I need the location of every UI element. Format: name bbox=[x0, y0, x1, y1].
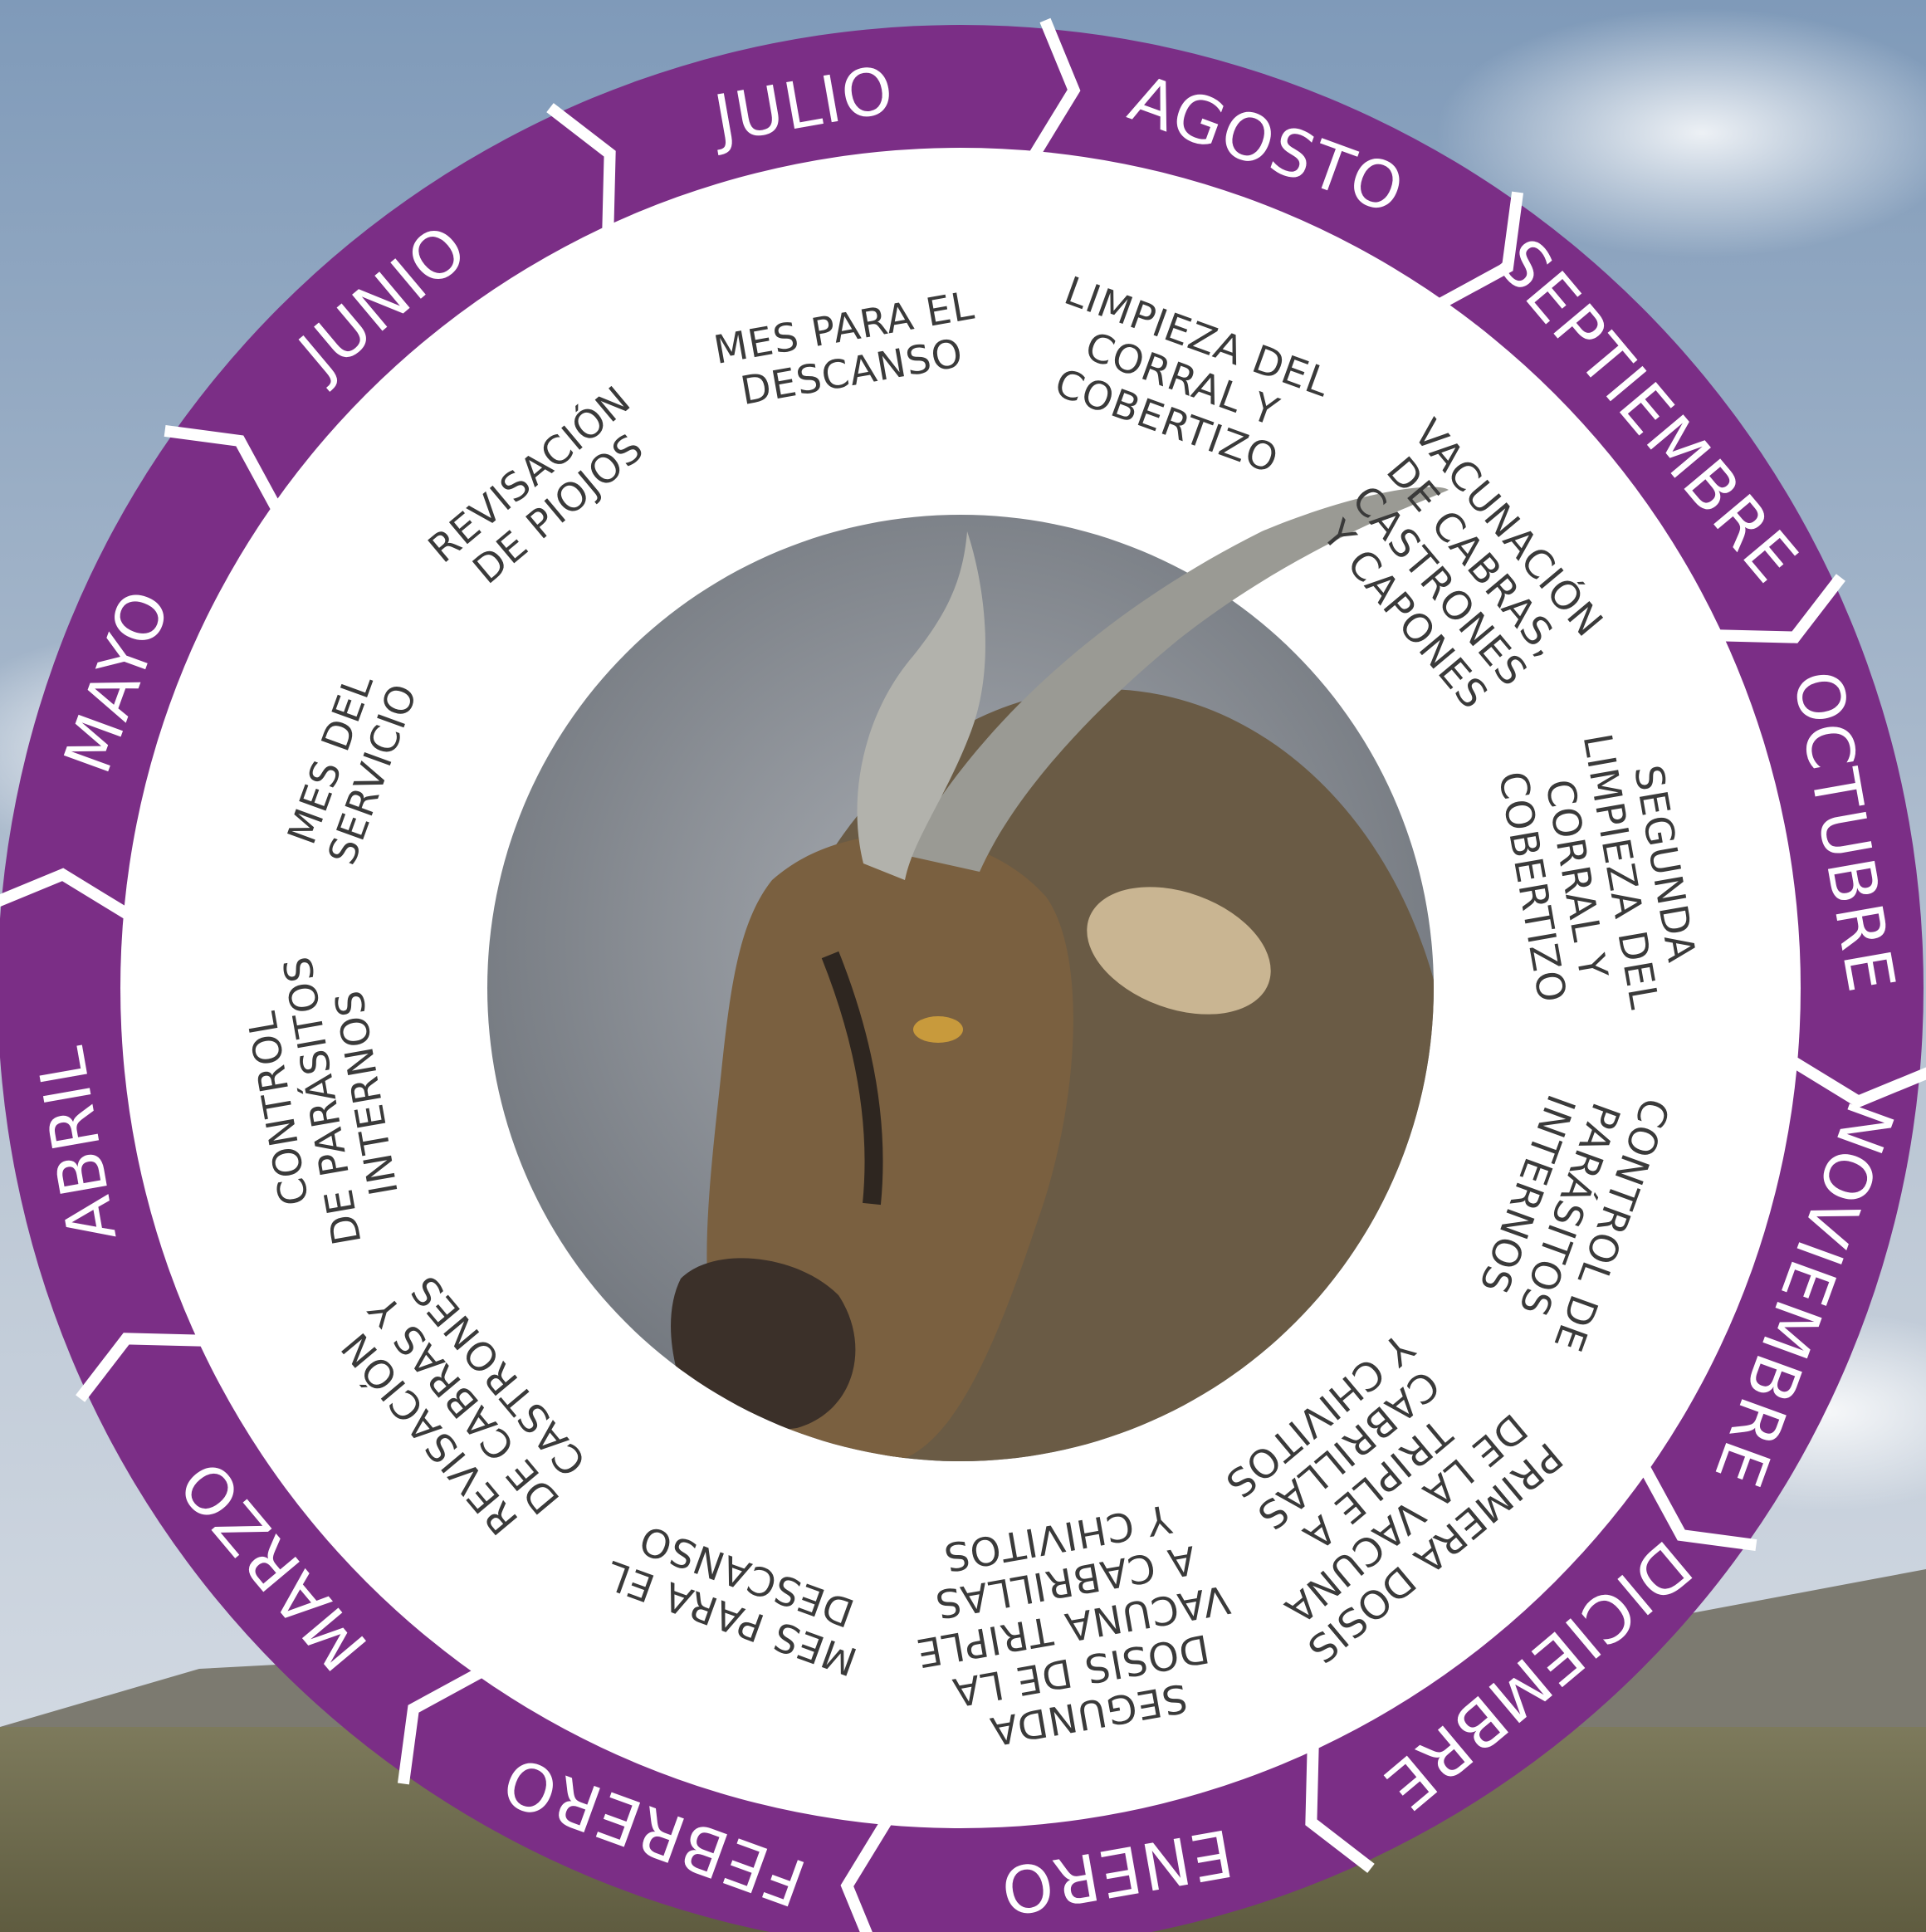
month-separator bbox=[1716, 574, 1845, 643]
month-separator bbox=[0, 868, 133, 921]
month-separator bbox=[1436, 191, 1524, 310]
month-separator bbox=[164, 424, 282, 512]
goat-stripe bbox=[821, 951, 883, 1206]
month-separator bbox=[1305, 1744, 1375, 1873]
month-separator bbox=[76, 1333, 205, 1402]
month-separator bbox=[840, 1816, 893, 1932]
month-separator bbox=[546, 103, 616, 232]
month-separator bbox=[1639, 1464, 1757, 1552]
goat-portrait bbox=[487, 487, 1449, 1461]
month-separator bbox=[1788, 1055, 1926, 1108]
cloud bbox=[1436, 8, 1926, 257]
month-separators bbox=[0, 17, 1926, 1932]
goat-snout bbox=[671, 1258, 856, 1430]
goat-eye bbox=[913, 1016, 963, 1043]
goat-ear bbox=[1087, 887, 1271, 1015]
goat-horn bbox=[857, 531, 985, 880]
month-separator bbox=[397, 1666, 485, 1785]
goat-horn bbox=[905, 487, 1449, 872]
month-separator bbox=[1028, 17, 1081, 160]
